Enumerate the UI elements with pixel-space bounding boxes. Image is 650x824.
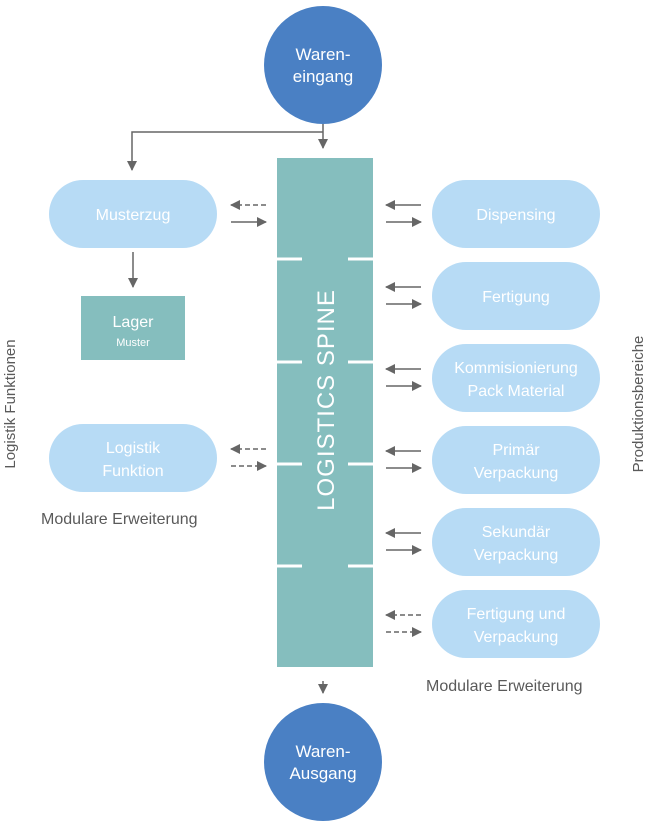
musterzug-node: Musterzug <box>49 180 217 248</box>
musterzug-arrows <box>230 200 267 227</box>
logistics-spine: LOGISTICS SPINE <box>277 158 373 667</box>
top-connector <box>127 124 328 171</box>
right-node-5-line2: Verpackung <box>474 547 559 564</box>
logistik-funktion-node: Logistik Funktion <box>49 424 217 492</box>
left-side-label: Logistik Funktionen <box>2 339 19 468</box>
left-modular-caption: Modulare Erweiterung <box>41 511 198 528</box>
right-modular-caption: Modulare Erweiterung <box>426 678 583 695</box>
right-arrows <box>385 200 422 637</box>
right-node-kommisionierung: Kommisionierung Pack Material <box>432 344 600 412</box>
lager-muster-node: Lager Muster <box>81 296 185 360</box>
waren-ausgang-node: Waren- Ausgang <box>264 703 382 821</box>
spine-separators <box>277 257 373 568</box>
logistik-funktion-arrows <box>230 444 267 471</box>
lager-subtitle: Muster <box>116 337 150 349</box>
right-node-3-line1: Kommisionierung <box>454 360 578 377</box>
right-node-1-line1: Dispensing <box>476 207 555 224</box>
right-node-dispensing: Dispensing <box>432 180 600 248</box>
musterzug-label: Musterzug <box>96 207 171 224</box>
waren-eingang-node: Waren- eingang <box>264 6 382 124</box>
spine-label: LOGISTICS SPINE <box>313 289 340 511</box>
waren-eingang-line2: eingang <box>293 67 354 86</box>
right-side-label: Produktionsbereiche <box>630 336 647 473</box>
waren-eingang-line1: Waren- <box>295 45 350 64</box>
right-node-primaer-verpackung: Primär Verpackung <box>432 426 600 494</box>
logistik-funktion-line1: Logistik <box>106 440 161 457</box>
right-node-4-line2: Verpackung <box>474 465 559 482</box>
right-node-5-line1: Sekundär <box>482 524 551 541</box>
logistik-funktion-line2: Funktion <box>102 463 163 480</box>
right-node-sekundaer-verpackung: Sekundär Verpackung <box>432 508 600 576</box>
waren-ausgang-line2: Ausgang <box>289 764 356 783</box>
right-node-fertigung-und-verpackung: Fertigung und Verpackung <box>432 590 600 658</box>
right-node-fertigung: Fertigung <box>432 262 600 330</box>
right-node-6-line2: Verpackung <box>474 629 559 646</box>
lager-title: Lager <box>113 314 155 331</box>
right-node-2-line1: Fertigung <box>482 289 550 306</box>
right-node-3-line2: Pack Material <box>468 383 565 400</box>
right-node-4-line1: Primär <box>492 442 540 459</box>
waren-ausgang-line1: Waren- <box>295 742 350 761</box>
right-node-6-line1: Fertigung und <box>467 606 566 623</box>
